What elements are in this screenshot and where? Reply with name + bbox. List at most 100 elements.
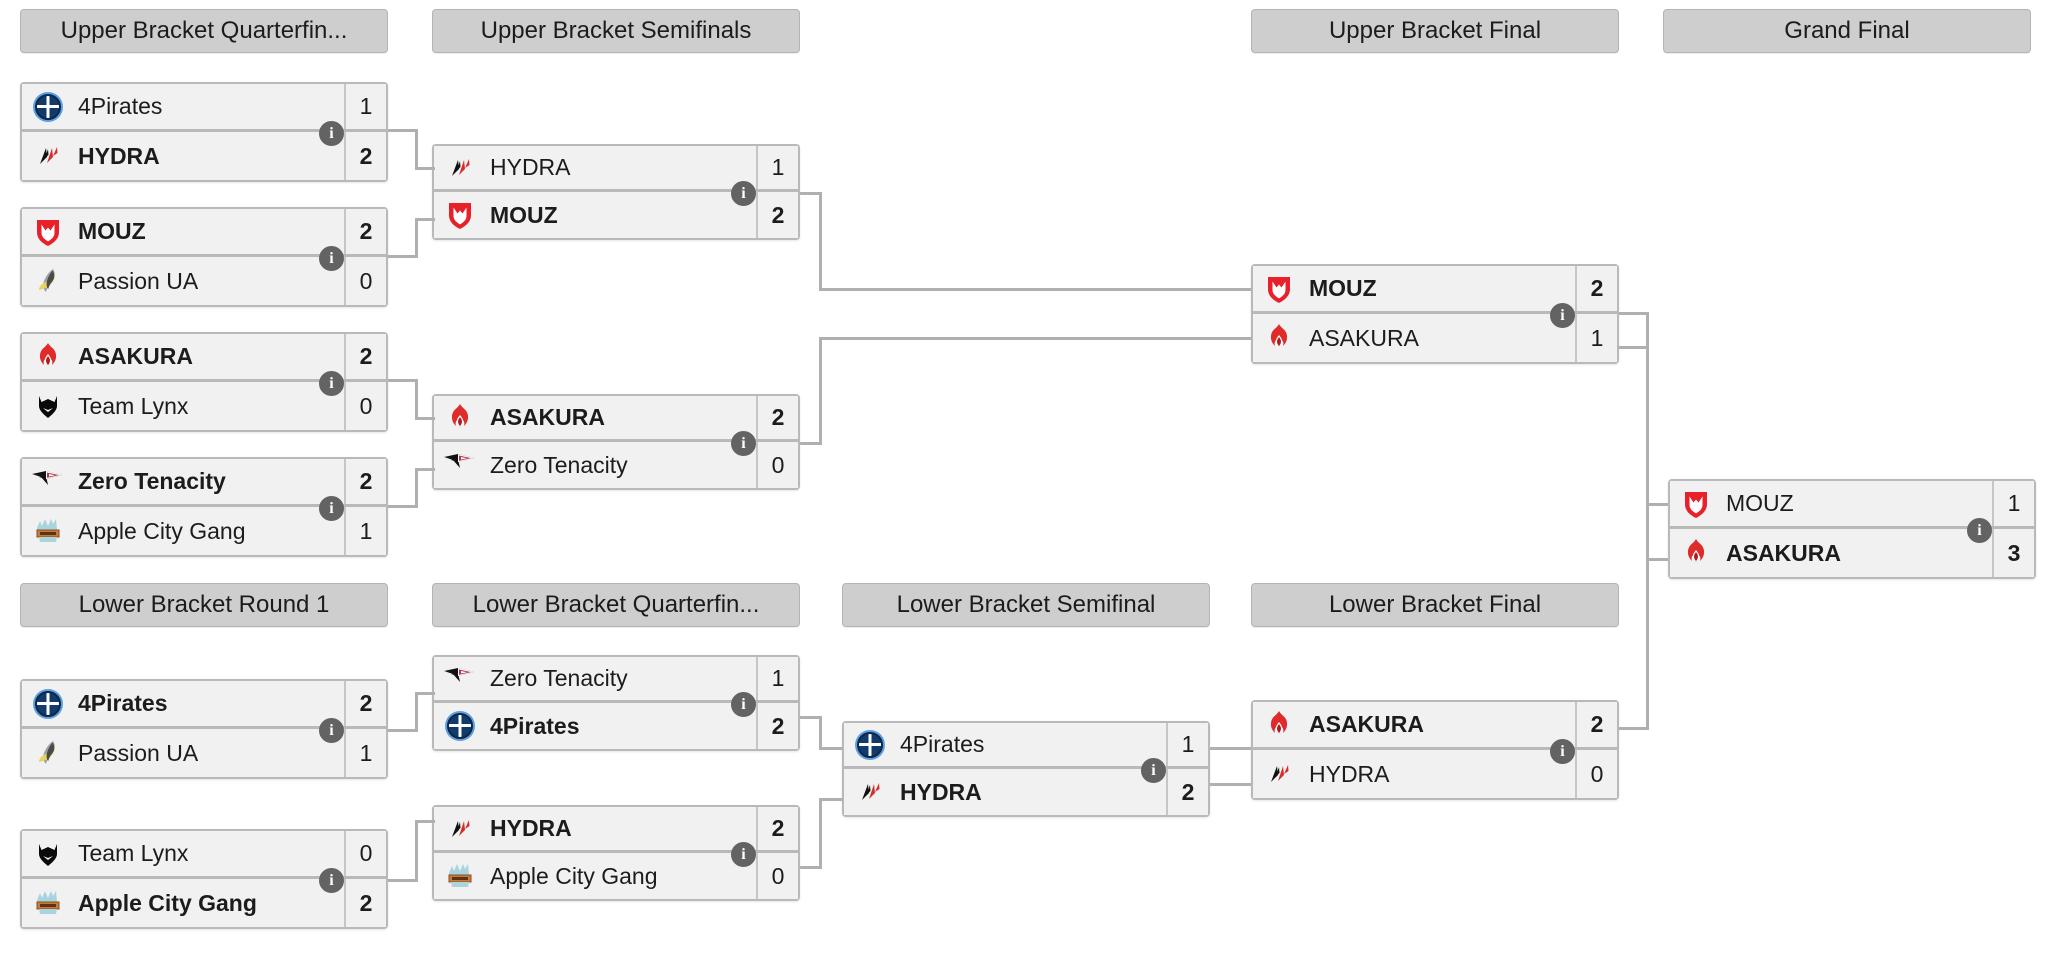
match-ubqf-4[interactable]: Zero Tenacity 2 i Apple City Gang 1 (20, 457, 388, 557)
connector-lbf-in-bottom (1210, 783, 1251, 786)
4pirates-logo (22, 84, 74, 129)
match-info-icon[interactable]: i (1967, 518, 1992, 543)
team-row[interactable]: MOUZ 1 (1670, 481, 2034, 529)
round-header-label: Lower Bracket Round 1 (78, 591, 330, 618)
match-ubqf-2[interactable]: MOUZ 2 i Passion UA 0 (20, 207, 388, 307)
match-info-icon[interactable]: i (319, 868, 344, 893)
connector-ubf-loser-drop (1646, 346, 1649, 729)
round-header-grand-final[interactable]: Grand Final (1663, 9, 2031, 53)
team-score: 3 (1992, 529, 2034, 577)
teamlynx-logo (22, 831, 74, 876)
round-header-label: Lower Bracket Final (1328, 591, 1542, 618)
team-name: 4Pirates (900, 731, 985, 757)
match-info-icon[interactable]: i (319, 246, 344, 271)
team-name: MOUZ (1726, 490, 1794, 516)
round-header-lower-bracket-final[interactable]: Lower Bracket Final (1251, 583, 1619, 627)
match-info-icon[interactable]: i (731, 181, 756, 206)
match-ubsf-1[interactable]: HYDRA 1 i MOUZ 2 (432, 144, 800, 240)
round-header-label: Lower Bracket Semifinal (896, 591, 1156, 618)
connector-lbr1b-rise (415, 820, 418, 882)
connector-lbqf2-out (800, 866, 822, 869)
team-score: 1 (344, 729, 386, 777)
hydra-logo (1253, 750, 1305, 798)
match-info-icon[interactable]: i (1141, 758, 1166, 783)
connector-ubqf3-out (388, 379, 418, 382)
connector-lbqf1-in-bottom (415, 692, 435, 695)
match-lbqf-1[interactable]: Zero Tenacity 1 i 4Pirates 2 (432, 655, 800, 751)
team-score: 0 (1575, 750, 1617, 798)
round-header-label: Upper Bracket Semifinals (480, 17, 752, 44)
team-score: 2 (1575, 702, 1617, 747)
connector-ubf-loser-out (1619, 346, 1649, 349)
match-info-icon[interactable]: i (1550, 739, 1575, 764)
connector-ubqf4-rise (415, 468, 418, 508)
team-score: 2 (344, 459, 386, 504)
match-lower-bracket-final[interactable]: ASAKURA 2 i HYDRA 0 (1251, 700, 1619, 800)
4pirates-logo (434, 703, 486, 749)
team-score: 0 (344, 831, 386, 876)
hydra-logo (434, 807, 486, 850)
team-name: 4Pirates (78, 93, 163, 119)
match-ubqf-3[interactable]: ASAKURA 2 i Team Lynx 0 (20, 332, 388, 432)
team-score: 2 (344, 879, 386, 927)
team-score: 2 (344, 209, 386, 254)
match-info-icon[interactable]: i (319, 371, 344, 396)
match-info-icon[interactable]: i (319, 121, 344, 146)
match-grand-final[interactable]: MOUZ 1 i ASAKURA 3 (1668, 479, 2036, 579)
team-score: 2 (756, 807, 798, 850)
match-info-icon[interactable]: i (319, 496, 344, 521)
team-score: 2 (1575, 266, 1617, 311)
team-row[interactable]: ASAKURA 3 (1670, 529, 2034, 577)
round-header-lower-bracket-round-1[interactable]: Lower Bracket Round 1 (20, 583, 388, 627)
hydra-logo (844, 769, 896, 815)
team-name: 4Pirates (490, 712, 580, 739)
team-score: 1 (344, 507, 386, 555)
match-info-icon[interactable]: i (319, 718, 344, 743)
round-header-upper-bracket-quarterfinals[interactable]: Upper Bracket Quarterfin... (20, 9, 388, 53)
match-lower-bracket-semifinal[interactable]: 4Pirates 1 i HYDRA 2 (842, 721, 1210, 817)
match-ubqf-1[interactable]: 4Pirates 1 i HYDRA 2 (20, 82, 388, 182)
round-header-lower-bracket-quarterfinals[interactable]: Lower Bracket Quarterfin... (432, 583, 800, 627)
connector-lbqf1-drop (819, 716, 822, 750)
connector-ubqf4-out (388, 505, 418, 508)
match-info-icon[interactable]: i (731, 842, 756, 867)
team-score: 2 (756, 192, 798, 238)
match-info-icon[interactable]: i (731, 692, 756, 717)
round-header-lower-bracket-semifinal[interactable]: Lower Bracket Semifinal (842, 583, 1210, 627)
team-name: Zero Tenacity (490, 451, 628, 478)
team-name: 4Pirates (78, 690, 168, 716)
match-info-icon[interactable]: i (731, 431, 756, 456)
round-header-upper-bracket-final[interactable]: Upper Bracket Final (1251, 9, 1619, 53)
match-lbr1-2[interactable]: Team Lynx 0 i Apple City Gang 2 (20, 829, 388, 929)
team-name: Passion UA (78, 739, 199, 766)
applecitygang-logo (434, 853, 486, 899)
asakura-logo (434, 396, 486, 439)
connector-gf-in-bottom (1646, 558, 1668, 561)
match-ubsf-2[interactable]: ASAKURA 2 i Zero Tenacity 0 (432, 394, 800, 490)
team-score: 1 (1992, 481, 2034, 526)
team-name: HYDRA (900, 778, 982, 805)
teamlynx-logo (22, 382, 74, 430)
team-name: Team Lynx (78, 840, 189, 866)
connector-lbr1b-out (388, 879, 418, 882)
team-score: 1 (1575, 314, 1617, 362)
connector-lbqf2-in (415, 820, 435, 823)
connector-gf-in-top (1646, 503, 1668, 506)
team-name: HYDRA (78, 142, 160, 169)
mouz-logo (1670, 481, 1722, 526)
connector-ubf-in-bottom (819, 337, 1251, 340)
match-lbqf-2[interactable]: HYDRA 2 i Apple City Gang 0 (432, 805, 800, 901)
round-header-upper-bracket-semifinals[interactable]: Upper Bracket Semifinals (432, 9, 800, 53)
asakura-logo (1253, 314, 1305, 362)
round-header-label: Upper Bracket Final (1328, 17, 1542, 44)
team-name: MOUZ (1309, 275, 1377, 301)
passionua-logo (22, 257, 74, 305)
match-upper-bracket-final[interactable]: MOUZ 2 i ASAKURA 1 (1251, 264, 1619, 364)
connector-ubf-in-top (819, 288, 1251, 291)
connector-lbr1a-rise (415, 692, 418, 732)
match-lbr1-1[interactable]: 4Pirates 2 i Passion UA 1 (20, 679, 388, 779)
zerotenacity-logo (22, 459, 74, 504)
match-info-icon[interactable]: i (1550, 303, 1575, 328)
team-score: 0 (756, 442, 798, 488)
connector-ubsf1-drop (819, 192, 822, 291)
